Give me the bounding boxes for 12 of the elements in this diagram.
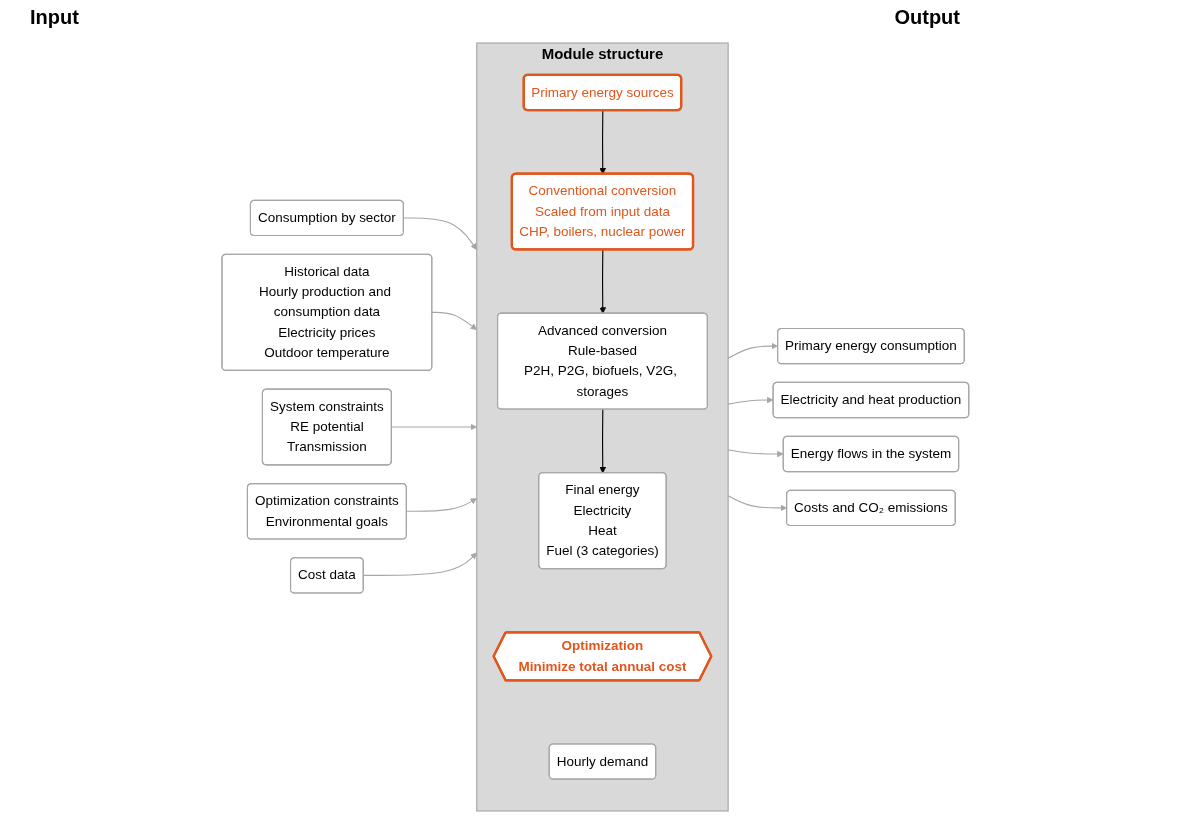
arrow	[727, 342, 778, 359]
arrow	[599, 408, 606, 473]
arrow	[599, 109, 606, 174]
arrow	[362, 552, 477, 576]
arrow	[402, 216, 477, 250]
column-heading: Input	[30, 6, 79, 29]
arrow	[390, 423, 477, 430]
arrow	[727, 494, 787, 511]
arrow	[405, 497, 477, 512]
column-heading: Output	[894, 6, 960, 29]
arrow	[599, 248, 606, 314]
arrow	[727, 396, 773, 405]
